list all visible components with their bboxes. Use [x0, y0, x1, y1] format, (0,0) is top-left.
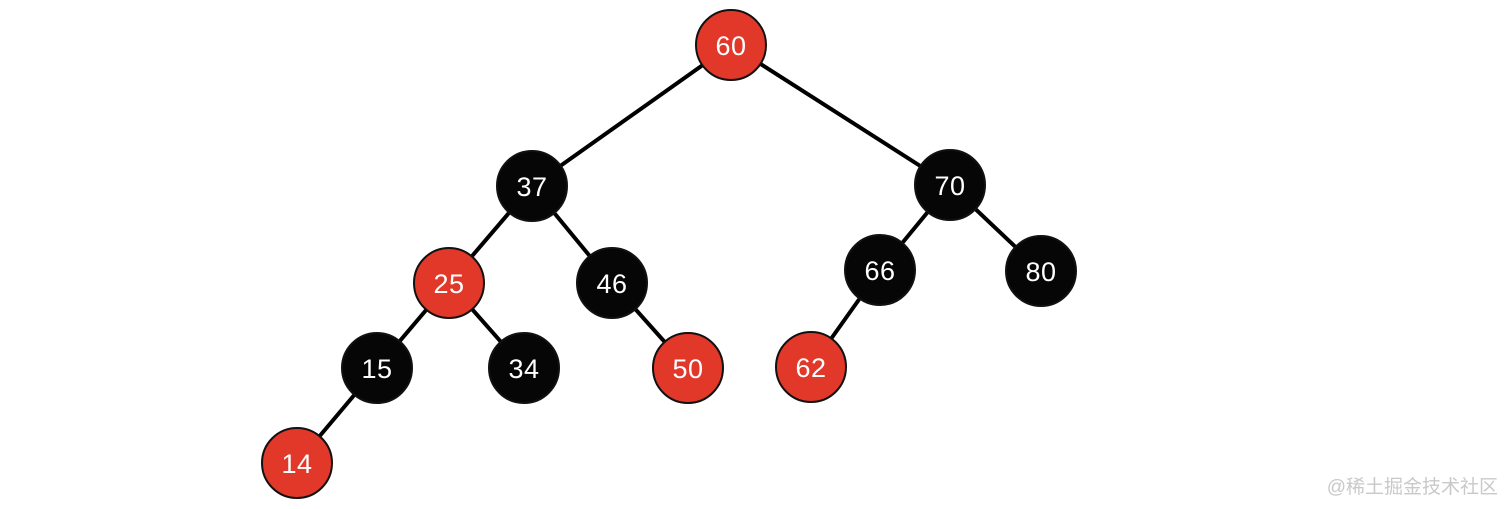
node-label: 46 [596, 269, 627, 299]
tree-edge-60-37 [530, 43, 733, 188]
tree-node-62: 62 [775, 331, 847, 403]
node-label: 34 [508, 354, 539, 384]
tree-node-25: 25 [413, 247, 485, 319]
tree-node-80: 80 [1005, 235, 1077, 307]
node-label: 70 [934, 171, 965, 201]
tree-node-46: 46 [576, 247, 648, 319]
node-circle-red [261, 427, 333, 499]
node-circle-red [413, 247, 485, 319]
node-circle-black [576, 247, 648, 319]
node-circle-black [496, 150, 568, 222]
node-circle-red [652, 332, 724, 404]
node-label: 60 [715, 31, 746, 61]
node-circle-red [695, 9, 767, 81]
node-label: 37 [516, 172, 547, 202]
tree-node-60: 60 [695, 9, 767, 81]
node-label: 66 [864, 256, 895, 286]
watermark-text: @稀土掘金技术社区 [1326, 477, 1498, 498]
node-label: 25 [433, 269, 464, 299]
tree-node-34: 34 [488, 332, 560, 404]
tree-node-37: 37 [496, 150, 568, 222]
node-circle-black [914, 149, 986, 221]
tree-node-50: 50 [652, 332, 724, 404]
node-circle-red [775, 331, 847, 403]
tree-node-70: 70 [914, 149, 986, 221]
node-label: 62 [795, 353, 826, 383]
tree-node-14: 14 [261, 427, 333, 499]
node-label: 80 [1025, 257, 1056, 287]
tree-edge-60-70 [729, 43, 952, 187]
node-circle-black [341, 332, 413, 404]
tree-node-15: 15 [341, 332, 413, 404]
node-circle-black [488, 332, 560, 404]
node-label: 14 [281, 449, 312, 479]
tree-node-66: 66 [844, 234, 916, 306]
node-circle-black [844, 234, 916, 306]
node-label: 15 [361, 354, 392, 384]
node-label: 50 [672, 354, 703, 384]
node-circle-black [1005, 235, 1077, 307]
